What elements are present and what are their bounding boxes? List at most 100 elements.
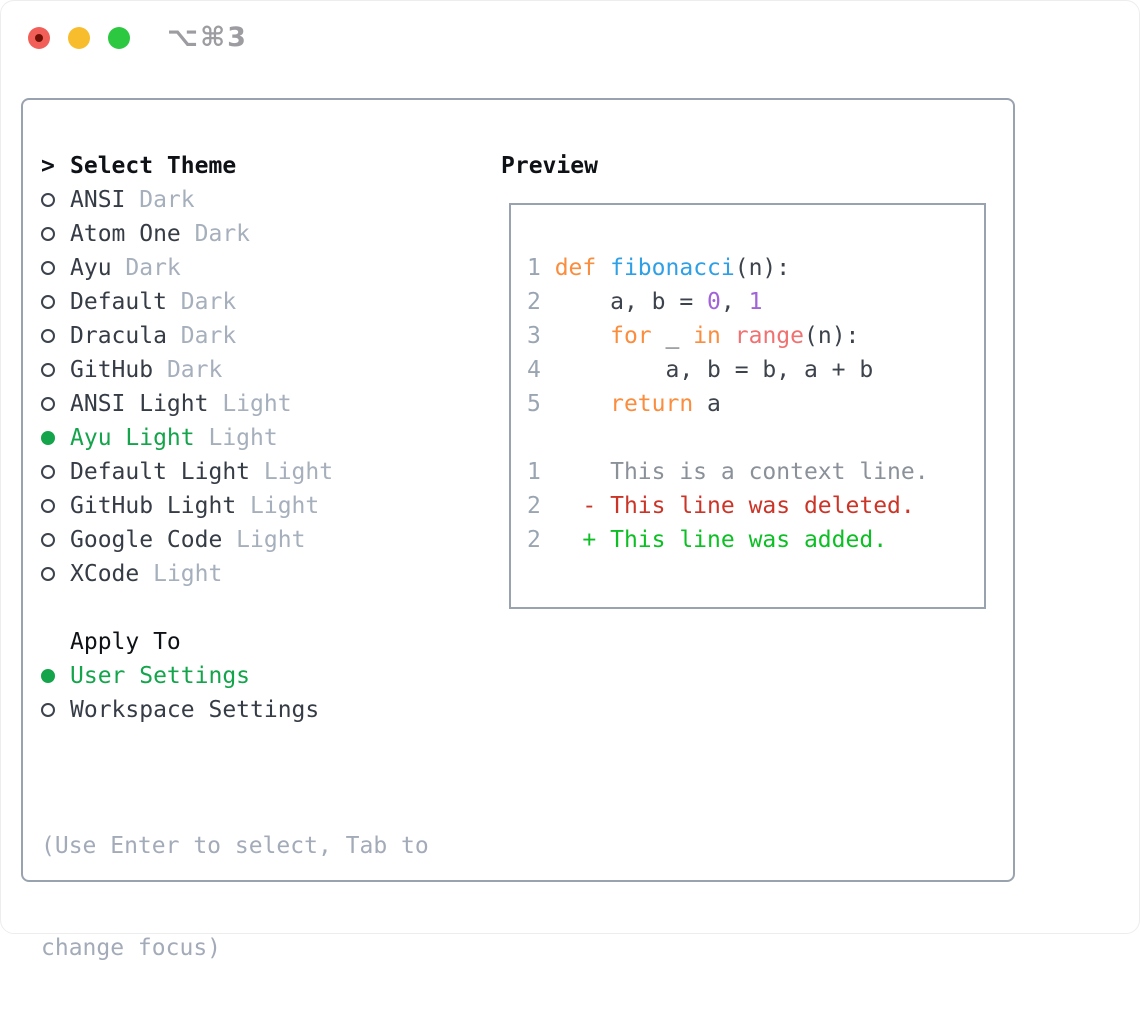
theme-option[interactable]: Ayu Dark	[41, 251, 429, 285]
code-segment-num: 0	[707, 289, 721, 315]
radio-selected-icon	[41, 669, 70, 683]
code-segment-pl	[555, 391, 610, 417]
theme-option-label: Atom One	[70, 221, 181, 247]
theme-option[interactable]: Ayu Light Light	[41, 421, 429, 455]
select-theme-header: > Select Theme	[41, 149, 429, 183]
theme-option[interactable]: Dracula Dark	[41, 319, 429, 353]
radio-icon	[41, 499, 70, 513]
apply-to-title: Apply To	[70, 629, 181, 655]
code-segment-ln: 1	[527, 255, 555, 281]
radio-icon	[41, 329, 70, 343]
code-segment-del: - This line was deleted.	[554, 493, 915, 519]
apply-option[interactable]: User Settings	[41, 659, 429, 693]
code-segment-builtin: range	[734, 323, 804, 349]
theme-option[interactable]: GitHub Light Light	[41, 489, 429, 523]
theme-option[interactable]: ANSI Light Light	[41, 387, 429, 421]
radio-icon	[41, 261, 70, 275]
code-line: 4 a, b = b, a + b	[527, 353, 984, 387]
theme-variant-tag: Light	[222, 527, 306, 553]
apply-to-header: Apply To	[41, 625, 429, 659]
code-segment-pl: _	[651, 323, 694, 349]
theme-option-label: Ayu	[70, 255, 112, 281]
theme-option-label: Dracula	[70, 323, 167, 349]
select-theme-title: Select Theme	[70, 153, 237, 179]
radio-selected-icon	[41, 431, 70, 445]
code-segment-ln: 5	[527, 391, 555, 417]
apply-option-label: User Settings	[70, 663, 251, 689]
code-line	[527, 421, 984, 455]
code-segment-kw: for	[610, 323, 652, 349]
radio-icon	[41, 567, 70, 581]
theme-option-label: Default	[70, 289, 167, 315]
theme-option[interactable]: Default Light Light	[41, 455, 429, 489]
help-line-2: change focus)	[41, 935, 222, 961]
theme-variant-tag: Dark	[166, 289, 237, 315]
code-segment-ln: 2	[527, 289, 555, 315]
code-line: 3 for _ in range(n):	[527, 319, 984, 353]
code-line: 1 This is a context line.	[527, 455, 984, 489]
code-segment-pl	[721, 323, 735, 349]
code-segment-kw: def	[554, 255, 597, 281]
theme-option[interactable]: ANSI Dark	[41, 183, 429, 217]
radio-icon	[41, 193, 70, 207]
code-line: 5 return a	[527, 387, 984, 421]
radio-icon	[41, 397, 70, 411]
theme-option-label: ANSI	[70, 187, 126, 213]
code-segment-ctx: This is a context line.	[554, 459, 929, 485]
theme-option-label: GitHub Light	[70, 493, 237, 519]
minimize-button[interactable]	[68, 27, 90, 49]
close-dot-icon	[35, 34, 43, 42]
theme-option-label: Google Code	[70, 527, 223, 553]
theme-variant-tag: Dark	[166, 323, 237, 349]
help-text: (Use Enter to select, Tab to change focu…	[41, 761, 429, 1033]
code-segment-pl: ,	[720, 289, 749, 315]
apply-option[interactable]: Workspace Settings	[41, 693, 429, 727]
code-segment-pl: (n):	[804, 323, 860, 349]
code-segment-fn: fibonacci	[610, 255, 735, 281]
theme-variant-tag: Light	[250, 459, 334, 485]
theme-option-label: Default Light	[70, 459, 251, 485]
radio-icon	[41, 227, 70, 241]
spacer	[41, 727, 429, 761]
code-segment-ln: 1	[527, 459, 555, 485]
code-segment-ln: 2	[527, 527, 555, 553]
theme-option[interactable]: Atom One Dark	[41, 217, 429, 251]
theme-option[interactable]: XCode Light	[41, 557, 429, 591]
code-segment-pl: a, b = b, a + b	[554, 357, 874, 383]
code-segment-pl: a	[693, 391, 721, 417]
code-segment-ln: 2	[527, 493, 555, 519]
focus-caret-icon: >	[41, 153, 55, 179]
theme-option-label: GitHub	[70, 357, 154, 383]
theme-option[interactable]: Default Dark	[41, 285, 429, 319]
code-line: 2 a, b = 0, 1	[527, 285, 984, 319]
code-segment-num: 1	[748, 289, 763, 315]
code-line: 1 def fibonacci(n):	[527, 251, 984, 285]
radio-icon	[41, 363, 70, 377]
radio-icon	[41, 703, 70, 717]
theme-variant-tag: Light	[194, 425, 278, 451]
theme-variant-tag: Light	[208, 391, 292, 417]
theme-variant-tag: Light	[236, 493, 320, 519]
spacer	[41, 591, 429, 625]
code-line: 2 - This line was deleted.	[527, 489, 984, 523]
maximize-button[interactable]	[108, 27, 130, 49]
radio-icon	[41, 465, 70, 479]
theme-variant-tag: Dark	[153, 357, 223, 383]
code-segment-pl	[555, 323, 610, 349]
radio-icon	[41, 533, 70, 547]
theme-option[interactable]: GitHub Dark	[41, 353, 429, 387]
theme-variant-tag: Dark	[180, 221, 251, 247]
theme-option-label: XCode	[70, 561, 140, 587]
theme-variant-tag: Light	[139, 561, 223, 587]
close-button[interactable]	[28, 27, 50, 49]
preview-title: Preview	[501, 153, 598, 179]
theme-option[interactable]: Google Code Light	[41, 523, 429, 557]
code-segment-ln: 3	[527, 323, 555, 349]
code-line: 2 + This line was added.	[527, 523, 984, 557]
